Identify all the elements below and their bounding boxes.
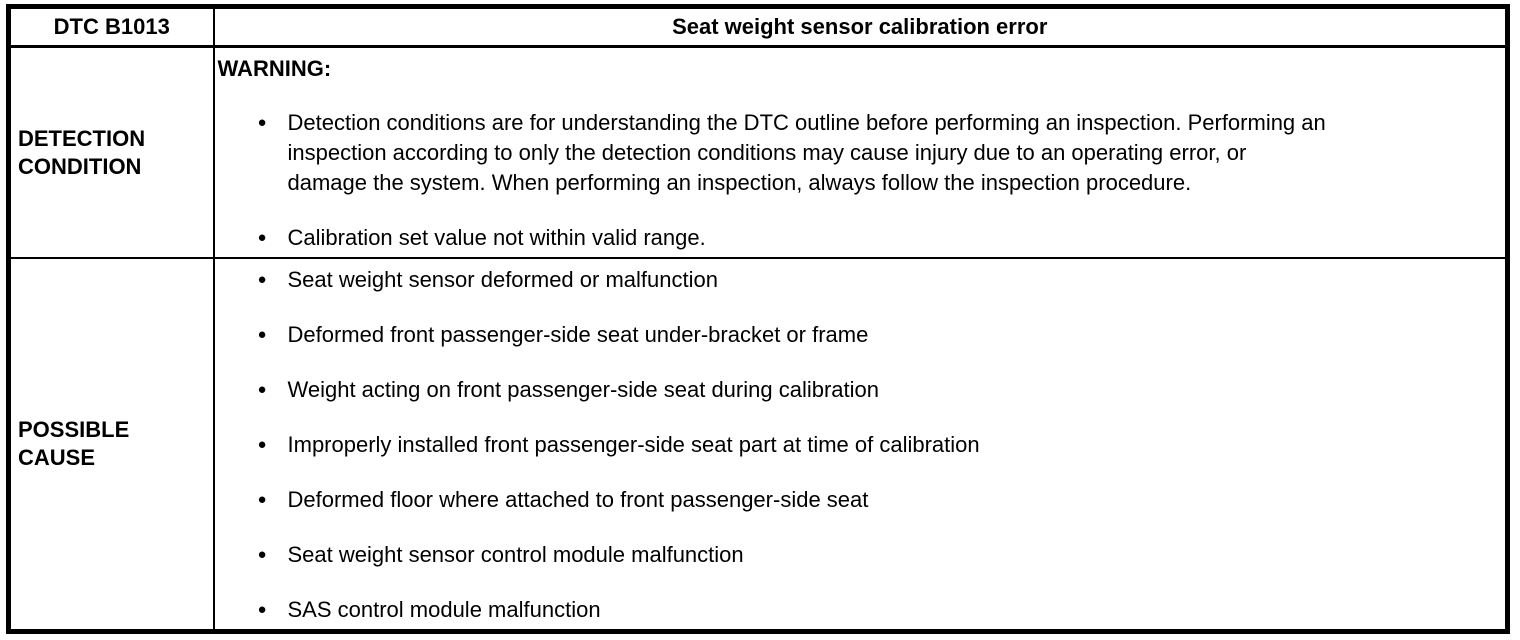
list-item-text: SAS control module malfunction	[287, 597, 601, 622]
list-item-text: Seat weight sensor deformed or malfuncti…	[287, 267, 718, 292]
row-label-possible-cause: POSSIBLE CAUSE	[18, 417, 130, 470]
list-item: ● Detection conditions are for understand…	[218, 108, 1488, 198]
list-item: ● Deformed floor where attached to front …	[218, 485, 1488, 515]
bullet-icon: ●	[257, 114, 267, 131]
list-item-text: Seat weight sensor control module malfun…	[287, 542, 744, 567]
bullet-icon: ●	[257, 436, 267, 453]
bullet-icon: ●	[257, 546, 267, 563]
list-item-text: Detection conditions are for understandi…	[287, 110, 1326, 195]
list-item-text: Calibration set value not within valid r…	[287, 225, 706, 250]
list-item: ● SAS control module malfunction	[218, 595, 1488, 625]
list-item: ● Weight acting on front passenger-side s…	[218, 375, 1488, 405]
bullet-icon: ●	[257, 491, 267, 508]
dtc-table: DTC B1013 Seat weight sensor calibration…	[6, 4, 1510, 634]
detection-condition-content-cell: WARNING: ● Detection conditions are for u…	[212, 45, 1509, 259]
list-item-text: Deformed floor where attached to front p…	[287, 487, 869, 512]
row-label-detection-condition: DETECTION CONDITION	[18, 125, 146, 179]
list-item-text: Improperly installed front passenger-sid…	[287, 432, 980, 457]
detection-condition-label-cell: DETECTION CONDITION	[7, 45, 215, 259]
bullet-icon: ●	[257, 271, 267, 288]
bullet-icon: ●	[257, 381, 267, 398]
list-item: ● Deformed front passenger-side seat unde…	[218, 320, 1488, 350]
dtc-code: DTC B1013	[53, 14, 170, 39]
dtc-title: Seat weight sensor calibration error	[672, 14, 1048, 39]
list-item: ● Seat weight sensor control module malfu…	[218, 540, 1488, 570]
list-item-text: Weight acting on front passenger-side se…	[287, 377, 880, 402]
dtc-title-cell: Seat weight sensor calibration error	[212, 5, 1509, 48]
table-header-row: DTC B1013 Seat weight sensor calibration…	[7, 5, 1509, 48]
warning-label: WARNING:	[217, 56, 332, 81]
bullet-icon: ●	[257, 229, 267, 246]
list-item: ● Calibration set value not within valid …	[218, 223, 1488, 253]
bullet-icon: ●	[257, 601, 267, 618]
possible-cause-list: ● Seat weight sensor deformed or malfunct…	[218, 265, 1494, 625]
list-item: ● Seat weight sensor deformed or malfunct…	[218, 265, 1488, 295]
possible-cause-label-cell: POSSIBLE CAUSE	[7, 257, 215, 633]
detection-condition-row: DETECTION CONDITION WARNING: ● Detection …	[7, 45, 1509, 259]
bullet-icon: ●	[257, 326, 267, 343]
possible-cause-content-cell: ● Seat weight sensor deformed or malfunct…	[212, 257, 1509, 633]
dtc-code-cell: DTC B1013	[7, 5, 215, 48]
possible-cause-row: POSSIBLE CAUSE ● Seat weight sensor defor…	[7, 257, 1509, 633]
list-item-text: Deformed front passenger-side seat under…	[287, 322, 869, 347]
list-item: ● Improperly installed front passenger-si…	[218, 430, 1488, 460]
detection-condition-list: ● Detection conditions are for understand…	[218, 108, 1494, 253]
